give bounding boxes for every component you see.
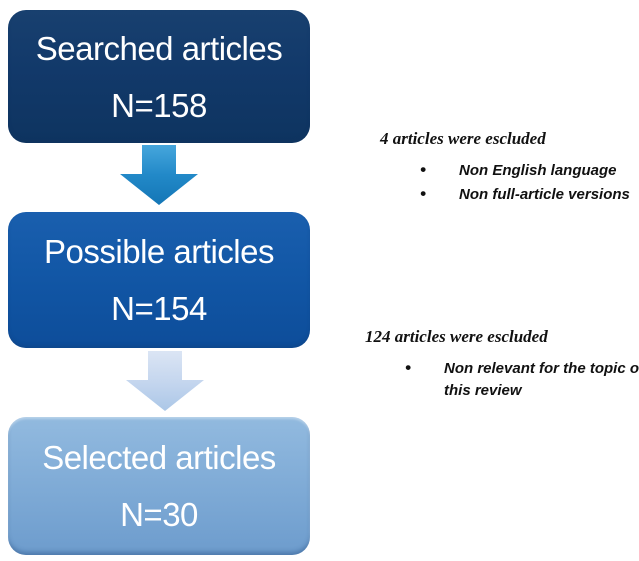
down-arrow-icon xyxy=(120,145,198,205)
exclusion-note-1-bullet-list: Non English language Non full-article ve… xyxy=(380,159,630,206)
exclusion-note-2-bullet-1: Non relevant for the topic of this revie… xyxy=(365,357,639,402)
flow-box-searched-count: N=158 xyxy=(111,86,207,124)
flow-box-searched-title: Searched articles xyxy=(35,29,283,67)
exclusion-note-2-heading: 124 articles were escluded xyxy=(365,327,548,346)
flow-box-selected-count: N=30 xyxy=(120,496,198,533)
exclusion-note-2-bullet-list: Non relevant for the topic of this revie… xyxy=(365,357,639,402)
flow-box-searched-articles: Searched articles N=158 xyxy=(8,10,310,143)
exclusion-note-1-heading: 4 articles were escluded xyxy=(380,129,546,148)
flow-box-selected-articles: Selected articles N=30 xyxy=(8,417,310,555)
down-arrow-icon xyxy=(126,351,204,411)
exclusion-note-1-bullet-1: Non English language xyxy=(380,159,630,182)
flow-box-possible-articles: Possible articles N=154 xyxy=(8,212,310,348)
exclusion-note-1-bullet-2: Non full-article versions xyxy=(380,183,630,206)
exclusion-note-2: 124 articles were escluded Non relevant … xyxy=(365,327,639,404)
flow-box-possible-title: Possible articles xyxy=(44,233,274,270)
exclusion-note-1: 4 articles were escluded Non English lan… xyxy=(380,129,630,208)
flow-box-possible-count: N=154 xyxy=(111,290,207,327)
flow-box-selected-title: Selected articles xyxy=(42,439,276,476)
